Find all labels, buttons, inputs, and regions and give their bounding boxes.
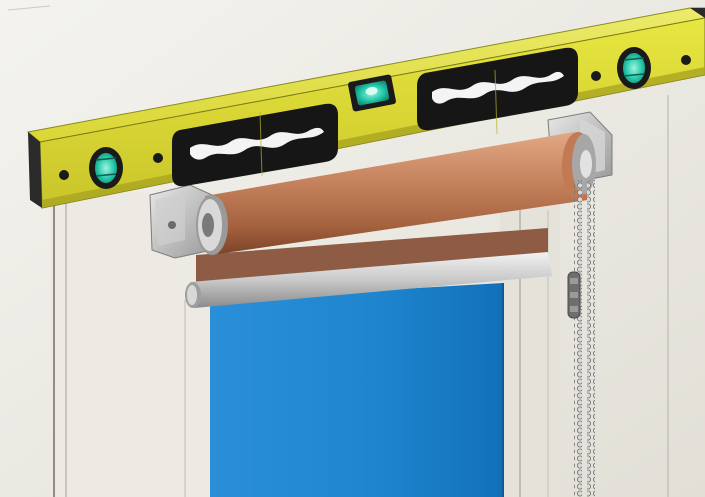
bottom-rail: [185, 252, 552, 308]
roller-tube: [196, 132, 596, 255]
wall-edge-line: [7, 5, 51, 11]
center-vial: [348, 74, 396, 112]
left-grip: [172, 103, 338, 187]
right-grip: [417, 47, 578, 131]
left-vial: [89, 147, 123, 189]
level-hole-2: [153, 153, 163, 163]
level-hole-1: [59, 170, 69, 180]
window-reveal-left: [50, 190, 210, 497]
spirit-level: [26, 7, 705, 209]
level-hole-3: [591, 71, 601, 81]
level-hole-4: [681, 55, 691, 65]
right-vial: [617, 47, 651, 89]
bead-chain: [567, 180, 595, 497]
blind-fabric: [210, 283, 503, 497]
